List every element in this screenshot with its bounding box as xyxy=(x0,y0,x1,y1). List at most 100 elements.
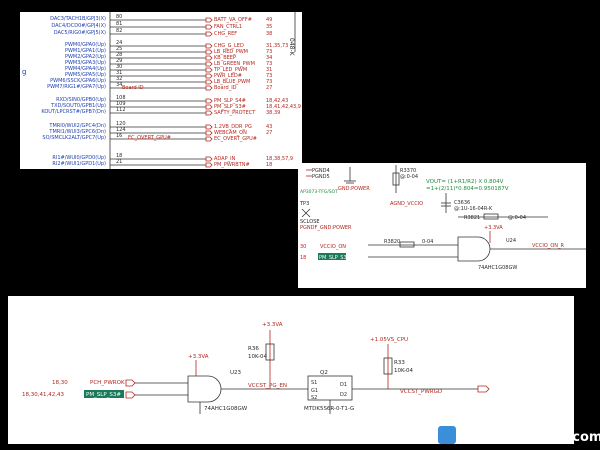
watermark-svg: 迅维网 Chinafix.com xyxy=(438,426,600,445)
side-letter-1: 048-K xyxy=(288,38,295,57)
vccio-on-r-label: VCCIO_ON_R xyxy=(532,243,564,249)
pin-number: 82 xyxy=(116,28,122,34)
gnd-power-label: GND:POWER xyxy=(338,186,370,192)
net-arrow xyxy=(205,55,213,61)
c3636-label: C3636 xyxy=(454,200,470,206)
pin-number: 25 xyxy=(116,46,122,52)
brand-en: Chinafix.com xyxy=(508,430,600,445)
pin-number: 120 xyxy=(116,121,126,127)
ref-2: 18,30,41,42,43 xyxy=(22,392,64,398)
net-ref: 49 xyxy=(266,17,272,23)
pm-slp-label: PM_SLP_S3# xyxy=(86,392,121,398)
vout-eq-1: VOUT= (1+R1/R2) X 0.804V xyxy=(426,179,504,185)
net-arrow xyxy=(205,67,213,73)
pm-slp-label: PM_SLP_S3# xyxy=(319,255,351,261)
v1v05-label: +1.05VS_CPU xyxy=(370,337,408,343)
pin-number: 112 xyxy=(116,107,126,113)
r3821-value: @:0-04 xyxy=(508,215,526,221)
net-arrow xyxy=(205,156,213,162)
pin-number: 18 xyxy=(116,153,122,159)
pin-name: KOUT/LPCRST#/GPB7(Dn) xyxy=(41,109,106,115)
net-name: WEBCAM_ON xyxy=(214,130,247,136)
net-name: Board_ID xyxy=(214,85,237,91)
net-arrow xyxy=(205,85,213,91)
pm-slp-highlight xyxy=(318,253,346,260)
left-marker: g xyxy=(22,68,26,76)
r3821-body xyxy=(483,213,499,220)
pin-name: TXD/SOUT0/GPB1(Up) xyxy=(50,103,106,109)
brand-cn: 迅维网 xyxy=(460,429,493,443)
net-ref: 18 xyxy=(266,162,272,168)
pin-name: RXD/SIN0/GPB0(Up) xyxy=(56,97,106,103)
net-ref: 73 xyxy=(266,49,272,55)
pin-name: PWM3/GPA3(Up) xyxy=(65,60,106,66)
net-arrow xyxy=(205,130,213,136)
net-name: TP_LED_PWM xyxy=(213,67,247,73)
pin-number: 31 xyxy=(116,70,122,76)
vccio-schematic: PGND4 PGND5 GND:POWER R3370 @:0-04 AGND_… xyxy=(299,165,586,271)
net-ref: 27 xyxy=(266,85,272,91)
r3820-body xyxy=(399,241,415,248)
ec-overt-label: EC_OVERT_GPU# xyxy=(128,135,171,141)
q2-d2: D2 xyxy=(340,392,347,398)
small-note: AP3073-TFG/SOT xyxy=(300,189,338,195)
pin-number: 28 xyxy=(116,52,122,58)
pin-name: DAC4/DCD0#/GPJ4(X) xyxy=(51,23,106,29)
net-name: 1.2VB_DDR_PG xyxy=(214,124,252,130)
r36-body xyxy=(265,343,275,361)
net-arrow xyxy=(205,136,213,142)
pin-number: 21 xyxy=(116,159,122,165)
vccst-schematic: 18,30 18,30,41,42,43 PCH_PWROK PM_SLP_S3… xyxy=(22,322,490,414)
net-ref: 27 xyxy=(266,130,272,136)
net-name: SAFTY_PROTECT xyxy=(214,110,256,116)
net-name: EC_OVERT_GPU# xyxy=(214,136,257,142)
pin-name: SO/SMCLK2ALT/GPC7(Up) xyxy=(42,135,106,141)
tp-label: TP3 xyxy=(299,201,309,207)
pin-name: DAC3/TACH1B/GPJ3(X) xyxy=(50,16,106,22)
net-ref: 18,41,42,43,9 xyxy=(266,104,301,110)
u24-part: 74AHC1G08GW xyxy=(478,265,517,271)
r3820-label: R3820 xyxy=(384,239,400,245)
num-30: 30 xyxy=(300,244,306,250)
num-18: 18 xyxy=(300,255,306,261)
r3370-label: R3370 xyxy=(400,168,416,174)
vccst-panel: 18,30 18,30,41,42,43 PCH_PWROK PM_SLP_S3… xyxy=(8,296,574,444)
pin-name: PWM7/RIG1#/GPA7(Up) xyxy=(47,84,106,90)
r3370-body xyxy=(392,172,400,186)
net-name: LB_BLUE_PWM xyxy=(214,79,250,85)
pin-name: PWM1/GPA1(Up) xyxy=(65,48,106,54)
net-arrow xyxy=(205,17,213,23)
net-ref: 73 xyxy=(266,79,272,85)
net-ref: 38 xyxy=(266,31,272,37)
v33a-left-label: +3.3VA xyxy=(188,354,209,360)
net-ref: 31,35,73 xyxy=(266,43,288,49)
net-ref: 18,42,43 xyxy=(266,98,288,104)
pin-name: DAC5/RIG0#/GPJ5(X) xyxy=(54,30,106,36)
net-arrow xyxy=(205,79,213,85)
net-name: PWR_LED# xyxy=(214,73,242,79)
net-name: LB_RED_PWM xyxy=(214,49,248,55)
v33a-top-label: +3.3VA xyxy=(262,322,283,328)
net-name: LB_GREEN_PWM xyxy=(214,61,255,67)
u23-label: U23 xyxy=(230,370,242,376)
pin-number: 80 xyxy=(116,14,122,20)
tp-x-2 xyxy=(301,208,311,218)
net-ref: 73 xyxy=(266,61,272,67)
q2-s2: S2 xyxy=(311,395,317,401)
r3821-label: R3821 xyxy=(464,215,480,221)
vccio-panel: PGND4 PGND5 GND:POWER R3370 @:0-04 AGND_… xyxy=(298,163,586,288)
q2-d1: D1 xyxy=(340,382,347,388)
vout-eq-2: =1+(2/11)*0.804=0.950187V xyxy=(426,186,509,192)
net-arrow xyxy=(205,73,213,79)
pin-number: 29 xyxy=(116,58,122,64)
net-ref: 18,38,57,9 xyxy=(266,156,293,162)
pin-number: 32 xyxy=(116,76,122,82)
v33a-label: +3.3VA xyxy=(484,225,503,231)
u23-part: 74AHC1G08GW xyxy=(204,406,248,412)
q2-g1: G1 xyxy=(311,388,318,394)
r33-label: R33 xyxy=(394,360,405,366)
net-arrow xyxy=(205,110,213,116)
pgnd5-label: PGND5 xyxy=(312,174,330,180)
vccio-on-label: VCCIO_ON xyxy=(320,244,346,250)
